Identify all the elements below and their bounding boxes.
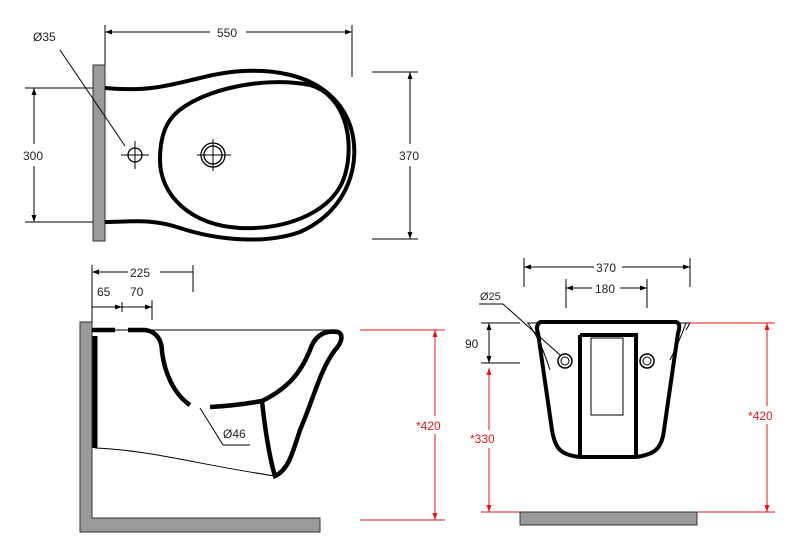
waste-hole: [197, 139, 231, 171]
offset-2-label: 70: [130, 285, 144, 299]
fixing-distance-label: 300: [23, 149, 43, 163]
bidet-outline-top: [104, 68, 357, 242]
front-height-label: *420: [748, 409, 773, 423]
length-label: 550: [217, 26, 237, 40]
offset-1-label: 65: [97, 285, 111, 299]
side-view: Ø46 225 65 70 *420: [79, 265, 445, 533]
bidet-outline-front: [535, 320, 682, 459]
top-view: Ø35 550 300 370: [23, 25, 419, 242]
fixing-drop-label: 90: [465, 337, 479, 351]
fixing-diameter-label: Ø25: [480, 291, 501, 303]
bowl-outline: [157, 80, 351, 231]
fixing-height-label: *330: [470, 432, 495, 446]
floor-plate: [519, 511, 698, 526]
fixing-spacing-label: 180: [595, 282, 615, 296]
hole-diameter-label: Ø35: [33, 30, 56, 44]
wall-and-floor: [79, 321, 321, 533]
side-height-label: *420: [416, 419, 441, 433]
front-view: Ø25 370 180 90 *330 *420: [465, 258, 775, 526]
wall-plate: [92, 64, 106, 242]
projection-label: 225: [130, 266, 150, 280]
tap-hole: [121, 141, 149, 169]
waste-diameter-label: Ø46: [223, 427, 246, 441]
width-label: 370: [399, 149, 419, 163]
front-width-label: 370: [596, 261, 616, 275]
